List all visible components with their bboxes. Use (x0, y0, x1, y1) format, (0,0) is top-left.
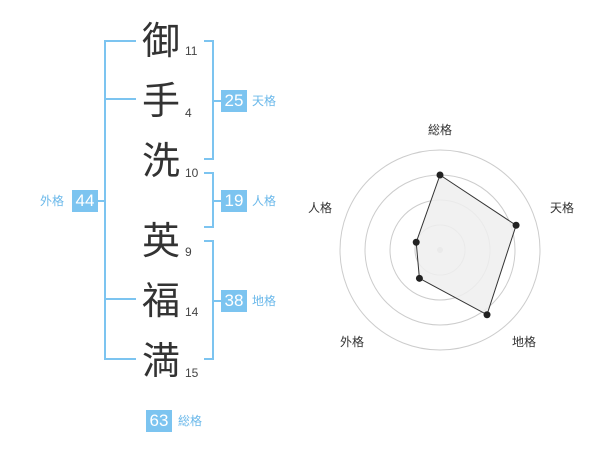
radar-point-3 (483, 311, 491, 319)
stroke-count-5: 14 (185, 305, 199, 319)
name-char-5: 福 (141, 279, 180, 323)
stroke-count-4: 9 (185, 245, 192, 259)
name-char-3: 洗 (141, 139, 180, 183)
stroke-count-3: 10 (185, 166, 199, 180)
radar-point-1 (436, 171, 444, 179)
radar-label-tenkaku: 天格 (550, 200, 574, 215)
radar-label-jinkaku: 人格 (308, 200, 332, 215)
radar-points (412, 171, 520, 319)
name-char-4: 英 (141, 219, 180, 263)
radar-point-2 (512, 221, 520, 229)
stroke-count-2: 4 (185, 106, 192, 120)
tenkaku-label: 天格 (252, 94, 277, 108)
soukaku-label: 総格 (178, 414, 203, 428)
tenkaku-value-badge: 25 (221, 90, 247, 112)
stroke-count-1: 11 (185, 44, 198, 58)
radar-grid-ring-4 (339, 149, 541, 351)
radar-point-4 (415, 274, 423, 282)
chikaku-label: 地格 (252, 294, 277, 308)
gaikaku-label: 外格 (40, 194, 65, 208)
stroke-count-6: 15 (185, 366, 199, 380)
chikaku-value-badge: 38 (221, 290, 247, 312)
radar-shape (415, 174, 517, 316)
name-char-1: 御 (141, 19, 180, 63)
name-char-6: 満 (141, 339, 180, 383)
soukaku-value-badge: 63 (146, 410, 172, 432)
jinkaku-label: 人格 (252, 194, 277, 208)
jinkaku-value-badge: 19 (221, 190, 247, 212)
radar-point-5 (412, 238, 420, 246)
radar-label-soukaku: 総格 (428, 122, 452, 137)
gaikaku-value-badge: 44 (72, 190, 98, 212)
radar-label-chikaku: 地格 (512, 334, 536, 349)
name-char-2: 手 (141, 79, 180, 123)
radar-label-gaikaku: 外格 (340, 334, 364, 349)
